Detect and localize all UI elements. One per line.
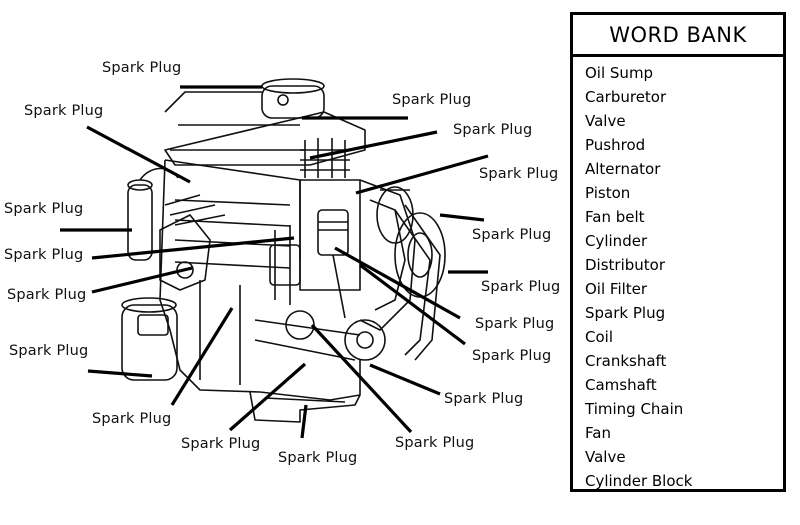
word-bank-item: Cylinder (585, 232, 648, 250)
leader-line (355, 154, 489, 195)
word-bank-item: Timing Chain (585, 400, 684, 418)
label-spark-plug: Spark Plug (395, 435, 475, 451)
word-bank-item: Oil Sump (585, 64, 654, 82)
oil-sump-drawing (249, 391, 361, 423)
leader-line (86, 125, 191, 184)
word-bank-item: Carburetor (585, 88, 667, 106)
word-bank-item: Spark Plug (585, 304, 666, 322)
label-spark-plug: Spark Plug (24, 103, 104, 119)
label-spark-plug: Spark Plug (453, 122, 533, 138)
engine-block-drawing (159, 159, 361, 401)
leader-line (87, 369, 153, 378)
label-spark-plug: Spark Plug (472, 348, 552, 364)
word-bank-item: Valve (585, 112, 626, 130)
label-spark-plug: Spark Plug (181, 436, 261, 452)
word-bank-item: Oil Filter (585, 280, 648, 298)
alternator-drawing (376, 186, 414, 244)
label-spark-plug: Spark Plug (4, 247, 84, 263)
leader-line (334, 246, 461, 320)
fan-belt-drawing (394, 204, 446, 361)
label-spark-plug: Spark Plug (278, 450, 358, 466)
timing-cover-drawing (359, 179, 416, 331)
label-spark-plug: Spark Plug (444, 391, 524, 407)
label-spark-plug: Spark Plug (481, 279, 561, 295)
word-bank-item: Piston (585, 184, 631, 202)
leader-line (91, 236, 295, 260)
valve-cover-drawing (164, 91, 366, 166)
oil-filter-drawing (121, 297, 178, 381)
word-bank: WORD BANK Oil Sump Carburetor Valve Push… (570, 12, 786, 492)
leader-line (91, 266, 193, 294)
leader-line (369, 363, 441, 396)
label-spark-plug: Spark Plug (472, 227, 552, 243)
leader-line (439, 213, 485, 222)
word-bank-item: Crankshaft (585, 352, 667, 370)
word-bank-item: Distributor (585, 256, 666, 274)
word-bank-item: Fan belt (585, 208, 645, 226)
label-spark-plug: Spark Plug (102, 60, 182, 76)
word-bank-item: Coil (585, 328, 613, 346)
word-bank-item: Fan (585, 424, 611, 442)
word-bank-item: Pushrod (585, 136, 646, 154)
word-bank-item: Cylinder Block (585, 472, 693, 490)
label-spark-plug: Spark Plug (4, 201, 84, 217)
word-bank-item: Camshaft (585, 376, 657, 394)
word-bank-item: Alternator (585, 160, 661, 178)
leader-line (359, 263, 466, 346)
leader-line (310, 323, 413, 434)
cylinder-cutaway-drawing (269, 179, 361, 319)
valve-springs-drawing (300, 138, 350, 178)
leader-line (309, 130, 438, 160)
word-bank-title: WORD BANK (573, 15, 783, 57)
leader-line (170, 307, 234, 406)
label-spark-plug: Spark Plug (479, 166, 559, 182)
leader-line (300, 404, 308, 439)
label-spark-plug: Spark Plug (92, 411, 172, 427)
leader-line (228, 362, 307, 432)
label-spark-plug: Spark Plug (392, 92, 472, 108)
label-spark-plug: Spark Plug (7, 287, 87, 303)
word-bank-list: Oil Sump Carburetor Valve Pushrod Altern… (573, 57, 783, 493)
label-spark-plug: Spark Plug (9, 343, 89, 359)
label-spark-plug: Spark Plug (475, 316, 555, 332)
word-bank-item: Valve (585, 448, 626, 466)
air-cleaner-drawing (261, 78, 325, 119)
